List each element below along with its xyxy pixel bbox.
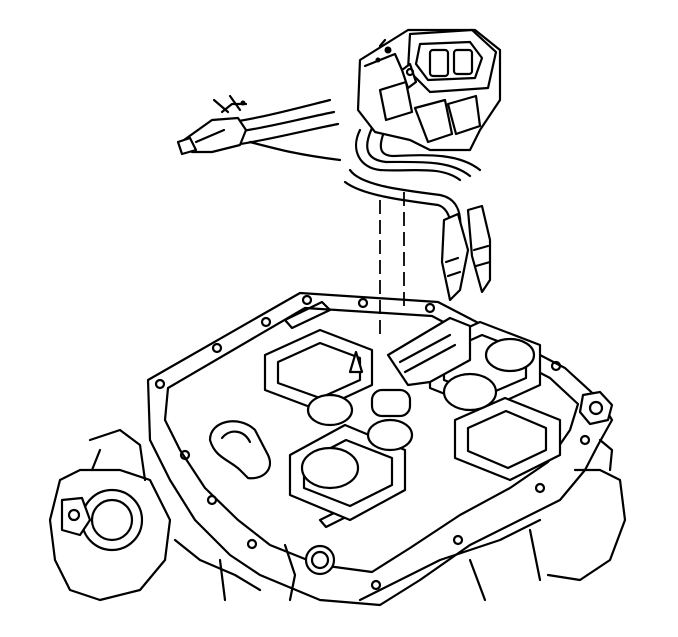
intake-manifold-lower <box>48 291 627 607</box>
alignment-lines <box>379 192 405 340</box>
fuel-injector-1 <box>440 212 470 302</box>
injector-harness <box>176 28 502 302</box>
